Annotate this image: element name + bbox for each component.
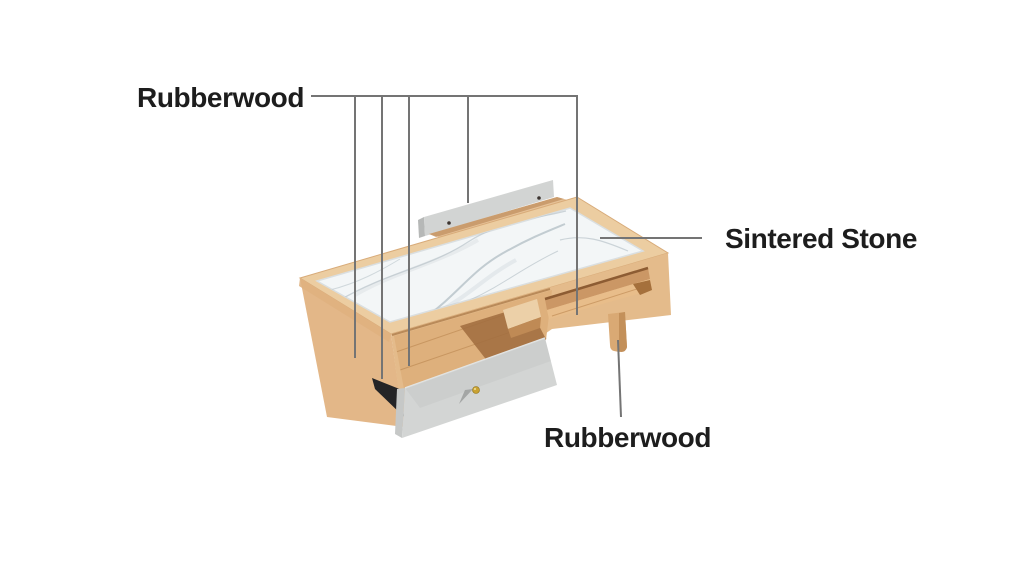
sintered-stone-top <box>315 207 645 323</box>
drawer-front <box>402 338 557 438</box>
shelf-top-shadow-line <box>544 266 649 301</box>
table-left-face-lip <box>299 278 391 342</box>
drawer-front-side-edge <box>395 388 405 438</box>
knob-shadow <box>459 389 473 404</box>
table-leg <box>608 312 627 352</box>
shelf-compartment <box>544 266 652 319</box>
shelf-right-wall <box>633 280 652 295</box>
divider-top <box>503 299 541 329</box>
drawer-knob <box>472 386 480 394</box>
back-panel-face <box>424 180 554 236</box>
leader-lines <box>311 95 702 418</box>
drawer <box>395 337 557 438</box>
shelf-divider <box>503 299 541 338</box>
leader-leg <box>617 339 622 418</box>
screw-hole-icon <box>447 221 451 225</box>
knob-highlight <box>473 387 477 391</box>
drawer-top-highlight <box>404 337 546 389</box>
screw-hole-icon <box>537 196 541 200</box>
drawer-slide-rail <box>372 378 404 417</box>
shelf-back-wall <box>545 268 650 310</box>
label-rubberwood-top: Rubberwood <box>137 82 305 113</box>
label-sintered-stone: Sintered Stone <box>725 223 917 254</box>
back-rail-shadow <box>429 197 564 237</box>
label-rubberwood-bottom: Rubberwood <box>544 422 712 453</box>
cavity-top-shadow-line <box>391 288 551 336</box>
leg-shade <box>619 312 627 352</box>
divider-front <box>508 317 541 338</box>
back-panel-side <box>418 217 425 238</box>
